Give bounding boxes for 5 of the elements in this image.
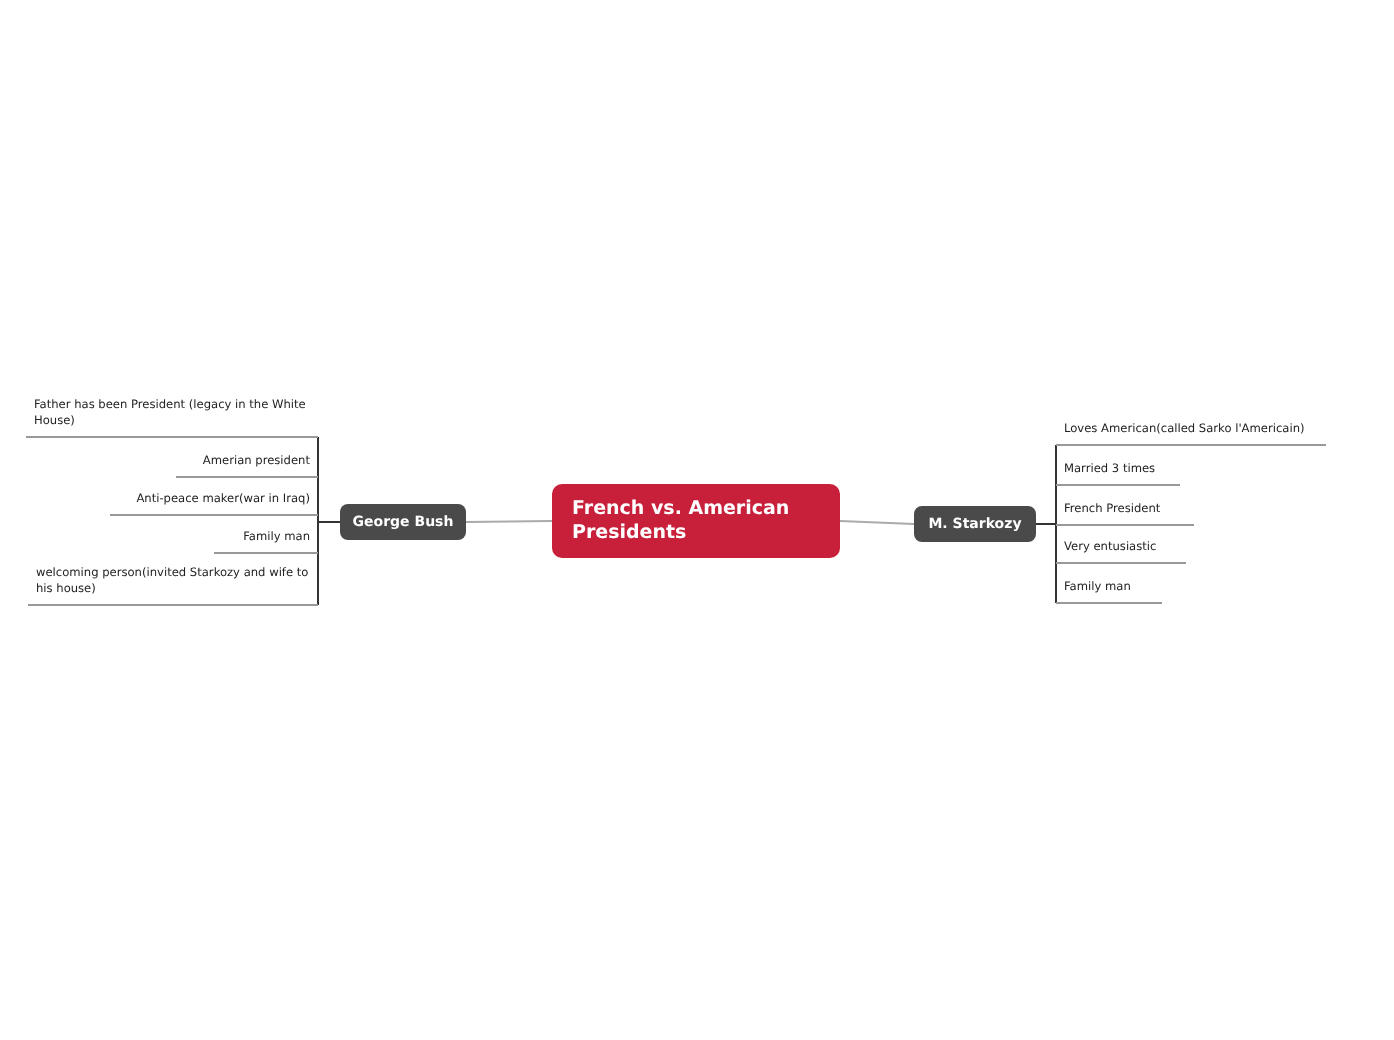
connector-line: [839, 520, 915, 525]
central-topic: French vs. American Presidents: [552, 484, 840, 558]
connector-line: [465, 520, 553, 523]
connector-line: [317, 521, 341, 606]
connector-line: [1035, 523, 1057, 604]
